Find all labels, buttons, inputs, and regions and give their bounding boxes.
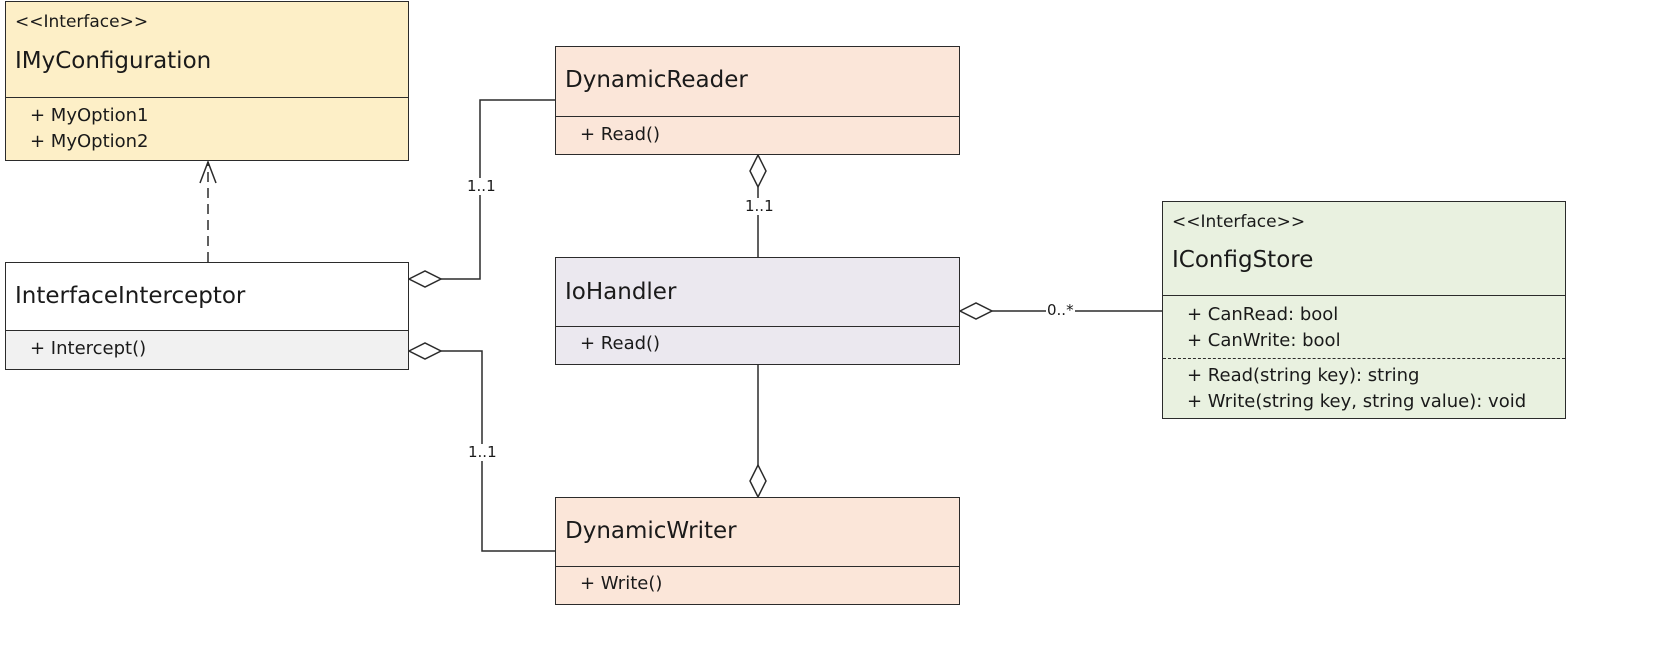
interceptor-reader-line bbox=[441, 99, 555, 280]
attribute-item: + MyOption2 bbox=[30, 131, 149, 152]
class-header: IoHandler bbox=[556, 258, 959, 327]
operation-item: + Read() bbox=[580, 124, 661, 145]
class-name: IConfigStore bbox=[1172, 247, 1314, 273]
class-imyconfiguration[interactable]: <<Interface>> IMyConfiguration + MyOptio… bbox=[5, 1, 409, 161]
class-name: DynamicReader bbox=[565, 67, 748, 93]
interceptor-writer-line bbox=[441, 350, 555, 552]
class-header: InterfaceInterceptor bbox=[6, 263, 408, 331]
class-header: <<Interface>> IMyConfiguration bbox=[6, 2, 408, 98]
multiplicity-interceptor-reader: 1..1 bbox=[466, 177, 497, 195]
multiplicity-interceptor-writer: 1..1 bbox=[467, 443, 498, 461]
attribute-list: + MyOption1 + MyOption2 bbox=[6, 98, 408, 155]
class-interfaceinterceptor[interactable]: InterfaceInterceptor + Intercept() bbox=[5, 262, 409, 370]
attribute-item: + CanRead: bool bbox=[1187, 304, 1339, 325]
class-header: DynamicReader bbox=[556, 47, 959, 117]
operation-item: + Write(string key, string value): void bbox=[1187, 391, 1527, 412]
reader-handler-diamond bbox=[749, 153, 767, 189]
class-name: IMyConfiguration bbox=[15, 48, 212, 74]
stereotype-label: <<Interface>> bbox=[1172, 212, 1306, 232]
member-list: + CanRead: bool + CanWrite: bool + Read(… bbox=[1163, 296, 1565, 415]
class-name: InterfaceInterceptor bbox=[15, 283, 246, 309]
realization-arrowhead bbox=[199, 159, 217, 184]
operation-item: + Intercept() bbox=[30, 338, 147, 359]
class-header: <<Interface>> IConfigStore bbox=[1163, 202, 1565, 296]
interceptor-reader-diamond bbox=[407, 270, 443, 288]
multiplicity-reader-handler: 1..1 bbox=[744, 197, 775, 215]
operation-item: + Read(string key): string bbox=[1187, 365, 1420, 386]
handler-writer-diamond bbox=[749, 463, 767, 499]
operation-list: + Read() bbox=[556, 327, 959, 357]
attribute-item: + CanWrite: bool bbox=[1187, 330, 1341, 351]
operation-list: + Write() bbox=[556, 567, 959, 597]
operation-list: + Intercept() bbox=[6, 331, 408, 362]
interceptor-writer-diamond bbox=[407, 342, 443, 360]
class-iconfigstore[interactable]: <<Interface>> IConfigStore + CanRead: bo… bbox=[1162, 201, 1566, 419]
attribute-item: + MyOption1 bbox=[30, 105, 149, 126]
member-separator bbox=[1163, 358, 1565, 359]
operation-list: + Read() bbox=[556, 117, 959, 148]
operation-item: + Write() bbox=[580, 573, 663, 594]
class-name: DynamicWriter bbox=[565, 518, 737, 544]
class-iohandler[interactable]: IoHandler + Read() bbox=[555, 257, 960, 365]
multiplicity-handler-store: 0..* bbox=[1046, 301, 1075, 319]
operation-item: + Read() bbox=[580, 333, 661, 354]
class-dynamicreader[interactable]: DynamicReader + Read() bbox=[555, 46, 960, 155]
class-name: IoHandler bbox=[565, 279, 677, 305]
stereotype-label: <<Interface>> bbox=[15, 12, 149, 32]
class-dynamicwriter[interactable]: DynamicWriter + Write() bbox=[555, 497, 960, 605]
class-header: DynamicWriter bbox=[556, 498, 959, 567]
handler-store-diamond bbox=[958, 302, 994, 320]
